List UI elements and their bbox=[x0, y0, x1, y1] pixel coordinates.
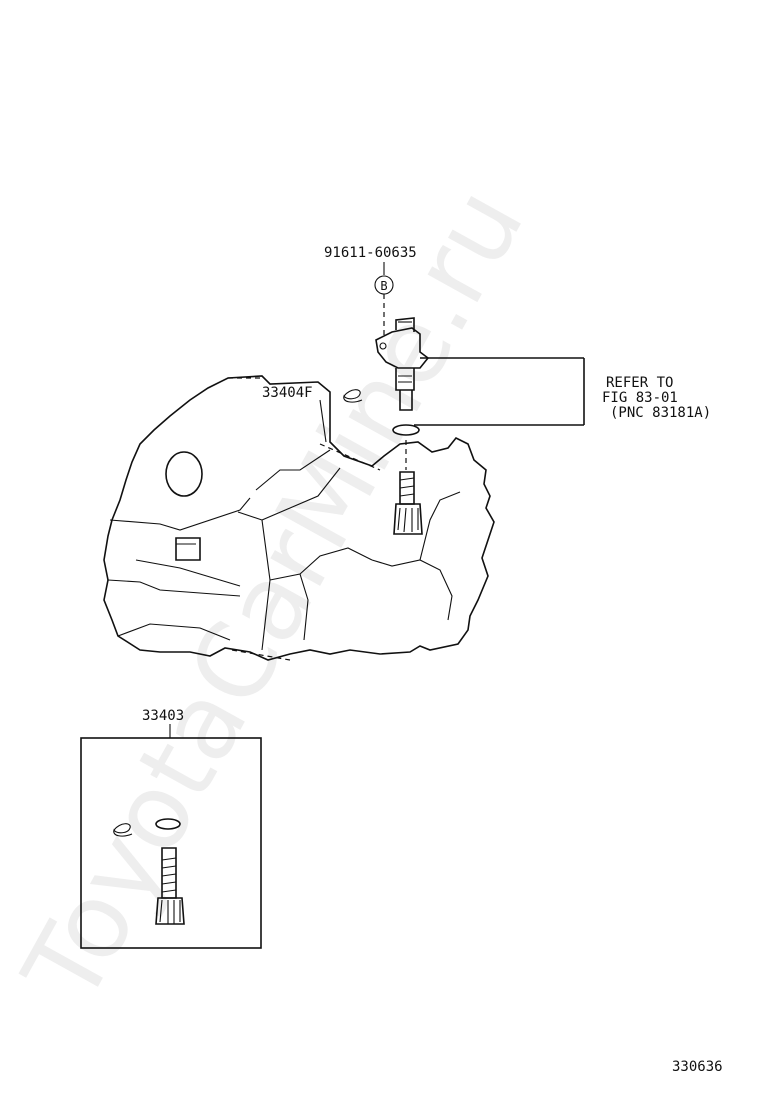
kit-o-ring-icon bbox=[155, 818, 181, 830]
figure-number: 330636 bbox=[672, 1059, 723, 1075]
transaxle-housing bbox=[103, 375, 495, 661]
bolt-part-number: 91611-60635 bbox=[324, 245, 417, 261]
refer-text-line2: FIG 83-01 bbox=[602, 390, 678, 406]
kit-e-clip-icon bbox=[113, 823, 133, 837]
refer-text-line3: (PNC 83181A) bbox=[610, 405, 711, 421]
drive-gear-part-number: 33404F bbox=[262, 385, 313, 401]
kit-contents bbox=[113, 818, 185, 925]
o-ring-icon bbox=[392, 424, 420, 436]
e-clip-icon bbox=[343, 389, 363, 403]
driven-gear bbox=[393, 440, 423, 535]
reference-bracket bbox=[414, 357, 585, 426]
bolt-circle-letter: B bbox=[380, 279, 387, 293]
kit-box bbox=[80, 737, 262, 949]
kit-part-number: 33403 bbox=[142, 708, 184, 724]
watermark-text: ToyotaCarMine.ru bbox=[0, 168, 547, 1023]
refer-text-line1: REFER TO bbox=[606, 375, 673, 391]
drive-gear-leader bbox=[319, 399, 327, 443]
